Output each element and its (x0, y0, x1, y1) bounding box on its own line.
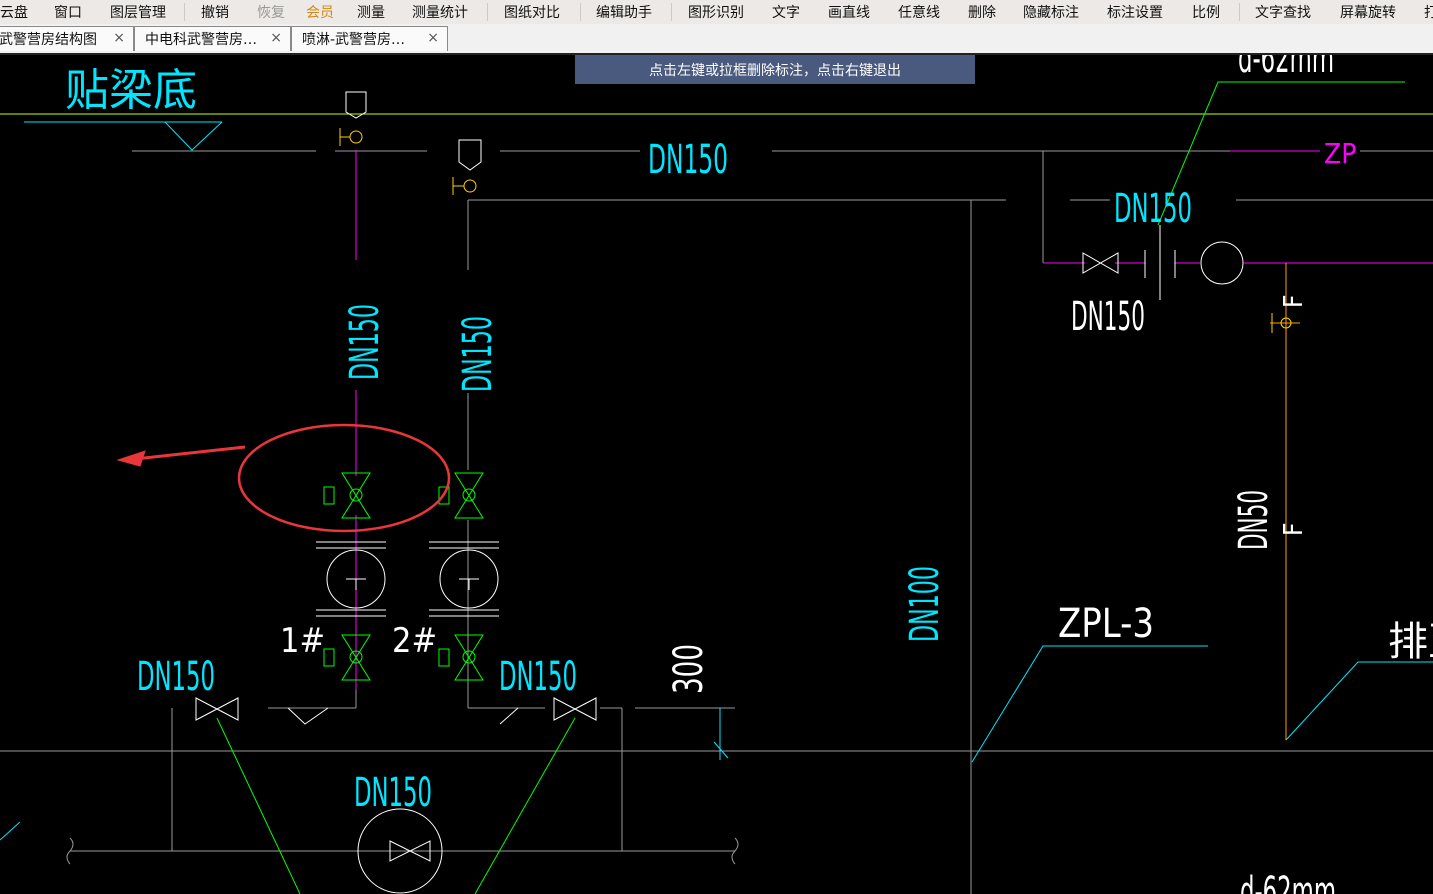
drain-label: 排至 (1388, 619, 1433, 665)
menu-scale[interactable]: 比例 (1192, 5, 1220, 21)
menu-line[interactable]: 画直线 (828, 5, 870, 21)
separator (487, 3, 488, 21)
tab-label: 喷淋-武警营房… (302, 32, 406, 48)
flow-label: F (1279, 523, 1309, 536)
flow-label: F (1279, 295, 1309, 308)
menu-print[interactable]: 打 (1424, 5, 1433, 21)
menu-measure[interactable]: 测量 (357, 5, 385, 21)
gray-pipes (0, 150, 1433, 894)
separator (184, 3, 185, 21)
pipe-label: DN150 (1071, 294, 1145, 340)
red-arrow-icon (116, 450, 146, 467)
menu-delete[interactable]: 删除 (968, 5, 996, 21)
menu-undo[interactable]: 撤销 (201, 5, 229, 21)
pipe-label-vertical: DN50 (1231, 490, 1277, 550)
menu-text-search[interactable]: 文字查找 (1255, 5, 1311, 21)
menu-hide-annotation[interactable]: 隐藏标注 (1023, 5, 1079, 21)
menu-screen-rotate[interactable]: 屏幕旋转 (1340, 5, 1396, 21)
instruction-banner: 点击左键或拉框删除标注，点击右键退出 (575, 55, 975, 84)
separator (580, 3, 581, 21)
pump-number-1: 1# (280, 621, 325, 661)
tab-bar: 武警营房结构图 × 中电科武警营房… × 喷淋-武警营房… × (0, 24, 1433, 55)
close-icon[interactable]: × (427, 30, 439, 46)
pumps (195, 225, 1244, 894)
menu-edit-helper[interactable]: 编辑助手 (596, 5, 652, 21)
red-arrow-shaft (134, 445, 246, 461)
cad-canvas[interactable]: 贴梁底 DN150 DN150 DN150 DN150 DN150 DN150 … (0, 55, 1433, 894)
tab-label: 武警营房结构图 (0, 32, 97, 48)
gate-valves (323, 472, 484, 681)
menu-shape-recognize[interactable]: 图形识别 (688, 5, 744, 21)
pipe-label: DN150 (354, 770, 432, 816)
sprinkler-heads (345, 91, 482, 171)
pipe-label: DN150 (648, 137, 728, 183)
pipe-label: DN150 (499, 654, 577, 700)
menu-bar: 云盘 窗口 图层管理 撤销 恢复 会员 测量 测量统计 图纸对比 编辑助手 图形… (0, 0, 1433, 24)
menu-compare[interactable]: 图纸对比 (504, 5, 560, 21)
tab-structure-drawing[interactable]: 武警营房结构图 × (0, 26, 134, 51)
magenta-pipes (355, 150, 1433, 690)
beam-label: 贴梁底 (65, 65, 197, 116)
menu-redo[interactable]: 恢复 (257, 5, 285, 21)
pipe-label-vertical: DN150 (342, 304, 388, 380)
zp-label: ZP (1324, 137, 1356, 170)
dimension-label: 300 (666, 644, 712, 694)
cyan-lines (0, 121, 1433, 841)
separator (1239, 3, 1240, 21)
orange-pipe (1270, 263, 1300, 740)
menu-member[interactable]: 会员 (306, 5, 334, 21)
menu-text[interactable]: 文字 (772, 5, 800, 21)
valve-symbols (339, 128, 1292, 333)
menu-window[interactable]: 窗口 (54, 5, 82, 21)
pipe-label-vertical: DN150 (455, 316, 501, 392)
separator (671, 3, 672, 21)
pipe-diameter-label: d-62mm (1238, 55, 1334, 82)
red-annotation-ellipse (237, 423, 451, 533)
close-icon[interactable]: × (270, 30, 282, 46)
pipe-label-vertical: DN100 (902, 566, 948, 642)
close-icon[interactable]: × (113, 30, 125, 46)
pipe-label: DN150 (137, 654, 215, 700)
green-leaders (216, 81, 1405, 894)
tab-electronics-drawing[interactable]: 中电科武警营房… × (134, 26, 291, 51)
pipe-label: DN150 (1114, 186, 1192, 232)
menu-layer-manage[interactable]: 图层管理 (110, 5, 166, 21)
menu-annotation-settings[interactable]: 标注设置 (1107, 5, 1163, 21)
menu-measure-stats[interactable]: 测量统计 (412, 5, 468, 21)
riser-label: ZPL-3 (1058, 601, 1154, 647)
tab-label: 中电科武警营房… (145, 32, 257, 48)
pipe-diameter-label: d-62mm (1240, 869, 1336, 894)
pump-number-2: 2# (392, 621, 437, 661)
menu-freeline[interactable]: 任意线 (898, 5, 940, 21)
menu-cloud[interactable]: 云盘 (0, 5, 28, 21)
tab-sprinkler-drawing[interactable]: 喷淋-武警营房… × (291, 26, 448, 51)
